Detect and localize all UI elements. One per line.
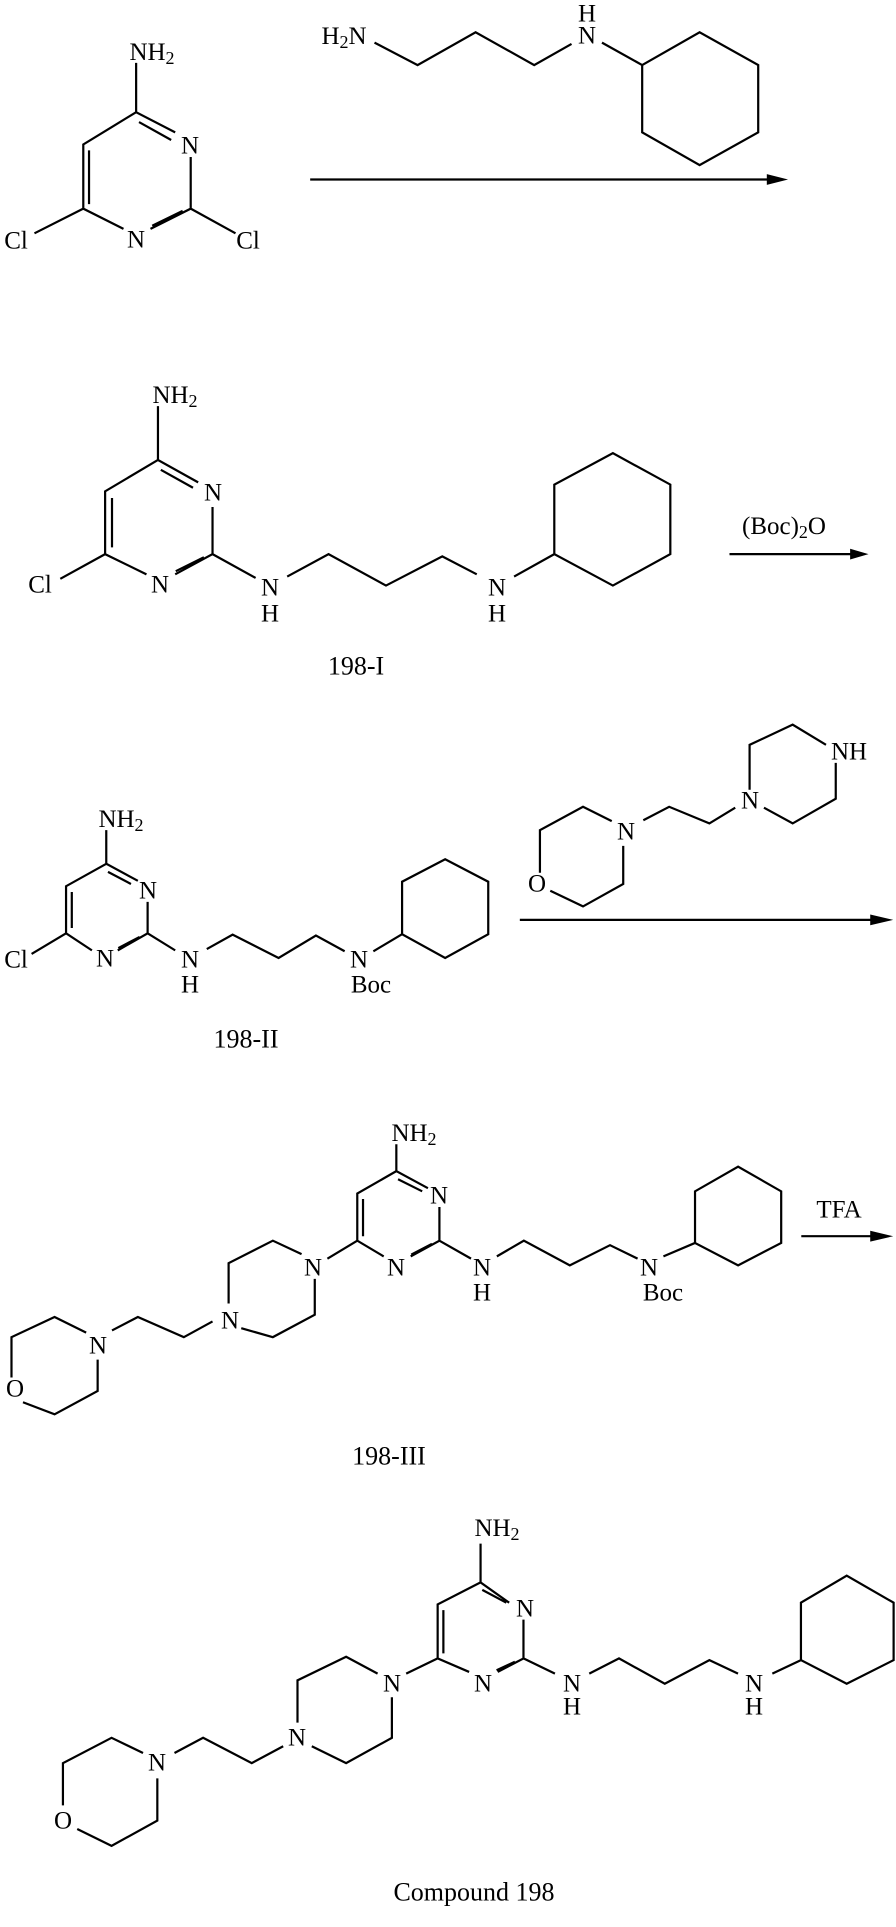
amino-group-label: NH2 (474, 1515, 519, 1545)
tfa-reagent-label: TFA (816, 1197, 861, 1224)
amine-hydrogen-label: H (261, 601, 279, 628)
ring-nitrogen-label: N (96, 946, 114, 973)
amine-hydrogen-label: H (488, 601, 506, 628)
amine-nitrogen-label: N (473, 1255, 491, 1282)
boc-nitrogen-label: N (350, 947, 368, 974)
amine-hydrogen-label: H (473, 1280, 491, 1307)
reaction-arrow-1 (310, 174, 788, 185)
ring-nitrogen-label: N (151, 572, 169, 599)
compound-label: Compound 198 (393, 1878, 554, 1907)
compound-label: 198-I (328, 652, 384, 681)
boc-anhydride-label: (Boc)2O (742, 513, 826, 543)
chlorine-label: Cl (28, 572, 52, 599)
ring-nitrogen-label: N (127, 227, 145, 254)
boc-nitrogen-label: N (640, 1255, 658, 1282)
ring-nitrogen-label: N (387, 1255, 405, 1282)
amino-group-label: NH2 (98, 806, 143, 836)
chlorine-label: Cl (4, 947, 28, 974)
chlorine-label: Cl (236, 228, 260, 255)
amine-hydrogen-label: H (181, 972, 199, 999)
oxygen-label: O (54, 1808, 72, 1835)
ring-nitrogen-label: N (204, 480, 222, 507)
amino-group-label: NH2 (152, 382, 197, 412)
primary-amine-label: H2N (321, 23, 366, 53)
reaction-arrow-4 (801, 1231, 893, 1242)
morpholine-nitrogen-label: N (89, 1333, 107, 1360)
piperazine-nh-label: NH (831, 739, 867, 766)
amine-nitrogen-label: N (261, 575, 279, 602)
boc-group-label: Boc (643, 1280, 683, 1307)
amine-hydrogen-label: H (745, 1694, 763, 1721)
reaction-arrow-3 (520, 914, 893, 925)
ring-nitrogen-label: N (139, 878, 157, 905)
reactant-bonds (34, 63, 235, 234)
ring-nitrogen-label: N (181, 133, 199, 160)
piperazine-nitrogen-label: N (304, 1255, 322, 1282)
oxygen-label: O (528, 871, 546, 898)
compound-label: 198-III (352, 1442, 426, 1471)
reagent-1-bonds (375, 32, 759, 165)
amino-group-label: NH2 (391, 1120, 436, 1150)
amino-group-label: NH2 (129, 39, 174, 69)
piperazine-nitrogen-label: N (741, 788, 759, 815)
ring-nitrogen-label: N (430, 1183, 448, 1210)
compound-label: 198-II (214, 1025, 279, 1054)
piperazine-nitrogen-label: N (221, 1308, 239, 1335)
amine-hydrogen-label: H (563, 1694, 581, 1721)
amine-nitrogen-label: N (181, 947, 199, 974)
ring-nitrogen-label: N (474, 1671, 492, 1698)
piperazine-nitrogen-label: N (288, 1725, 306, 1752)
chlorine-label: Cl (4, 228, 28, 255)
compound-198-II-bonds (32, 830, 489, 958)
amine-hydrogen-label: H (578, 1, 596, 28)
reaction-arrow-2 (729, 549, 868, 560)
morpholine-nitrogen-label: N (617, 819, 635, 846)
morpholine-nitrogen-label: N (148, 1750, 166, 1777)
compound-198-I-bonds (60, 406, 670, 585)
oxygen-label: O (6, 1376, 24, 1403)
piperazine-nitrogen-label: N (383, 1671, 401, 1698)
reagent-3-bonds (540, 725, 836, 907)
ring-nitrogen-label: N (516, 1596, 534, 1623)
boc-group-label: Boc (351, 972, 391, 999)
amine-nitrogen-label: N (488, 575, 506, 602)
